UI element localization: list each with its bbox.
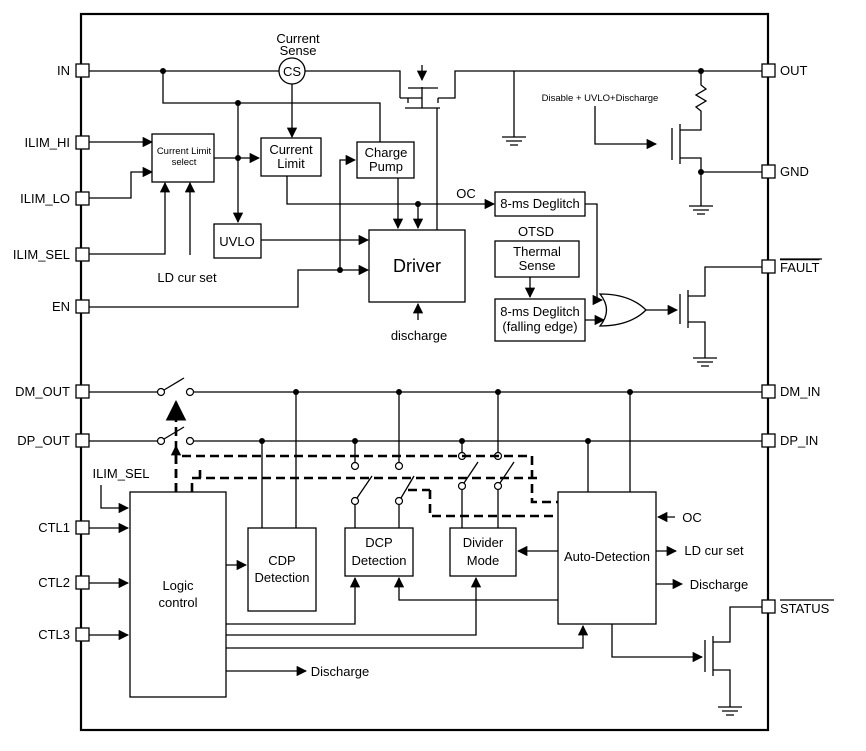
cdp-detection-label-2: Detection [255, 570, 310, 585]
svg-text:IN: IN [57, 63, 70, 78]
cdp-detection-block [247, 527, 317, 612]
pin-ilim-hi: ILIM_HI [24, 135, 90, 150]
pin-status: STATUS [761, 599, 834, 616]
svg-text:FAULT: FAULT [780, 260, 820, 275]
svg-text:ILIM_HI: ILIM_HI [24, 135, 70, 150]
logic-control-block [129, 491, 227, 698]
oc-auto-label: OC [682, 510, 702, 525]
pin-ilim-sel: ILIM_SEL [13, 247, 90, 262]
dcp-detection-block [344, 527, 414, 577]
svg-text:DP_IN: DP_IN [780, 433, 818, 448]
svg-text:GND: GND [780, 164, 809, 179]
pin-dp-in: DP_IN [761, 433, 818, 448]
driver-block [368, 229, 466, 303]
svg-text:CTL3: CTL3 [38, 627, 70, 642]
driver-label: Driver [393, 256, 441, 276]
thermal-sense-label: Thermal [513, 244, 561, 259]
pin-dm-out: DM_OUT [15, 384, 90, 399]
pin-ctl3: CTL3 [38, 627, 90, 642]
pin-ilim-lo: ILIM_LO [20, 191, 90, 206]
uvlo-block [213, 223, 262, 259]
current-limit-label: Current [269, 142, 313, 157]
discharge-auto-label: Discharge [690, 577, 749, 592]
divider-mode-block [449, 527, 517, 577]
current-limit-block [260, 137, 322, 177]
svg-text:ILIM_LO: ILIM_LO [20, 191, 70, 206]
svg-text:DP_OUT: DP_OUT [17, 433, 70, 448]
chip-outline [79, 12, 770, 732]
pin-en: EN [52, 299, 90, 314]
dcp-detection-label-2: Detection [352, 553, 407, 568]
divider-mode-label-2: Mode [467, 553, 500, 568]
ld-cur-set-auto-label: LD cur set [684, 543, 744, 558]
svg-text:STATUS: STATUS [780, 601, 830, 616]
pass-fet [400, 65, 768, 230]
deglitch-falling-label: 8-ms Deglitch [500, 304, 579, 319]
pin-out: OUT [761, 63, 808, 78]
pin-dp-out: DP_OUT [17, 433, 90, 448]
pin-ctl1: CTL1 [38, 520, 90, 535]
thermal-sense-label-2: Sense [519, 258, 556, 273]
charge-pump-block [356, 141, 415, 179]
current-limit-label-2: Limit [277, 156, 305, 171]
svg-text:CTL2: CTL2 [38, 575, 70, 590]
svg-text:ILIM_SEL: ILIM_SEL [13, 247, 70, 262]
charge-pump-label: Charge [365, 145, 408, 160]
auto-detection-block [557, 491, 657, 625]
ld-cur-set-top-label: LD cur set [157, 270, 217, 285]
current-sense-label: Current [276, 31, 320, 46]
svg-text:DM_IN: DM_IN [780, 384, 820, 399]
or-gate [598, 293, 647, 327]
svg-text:DM_OUT: DM_OUT [15, 384, 70, 399]
charge-pump-label-2: Pump [369, 159, 403, 174]
deglitch-falling-label-2: (falling edge) [502, 319, 577, 334]
discharge-driver-label: discharge [391, 328, 447, 343]
ilim-sel-inner-label: ILIM_SEL [92, 466, 149, 481]
cs-label: CS [283, 64, 301, 79]
deglitch-falling-block [494, 298, 586, 342]
svg-text:CTL1: CTL1 [38, 520, 70, 535]
pin-fault: FAULT [761, 258, 822, 275]
disable-uvlo-discharge-label: Disable + UVLO+Discharge [542, 93, 659, 104]
uvlo-label: UVLO [219, 234, 254, 249]
svg-text:EN: EN [52, 299, 70, 314]
logic-control-label: Logic [162, 578, 194, 593]
otsd-label: OTSD [518, 224, 554, 239]
cdp-detection-label: CDP [268, 553, 295, 568]
current-limit-select-label-2: select [172, 157, 197, 168]
deglitch-oc-label: 8-ms Deglitch [500, 196, 579, 211]
pin-ctl2: CTL2 [38, 575, 90, 590]
svg-text:OUT: OUT [780, 63, 808, 78]
divider-mode-label: Divider [463, 535, 504, 550]
pin-in: IN [57, 63, 90, 78]
current-sense-label-2: Sense [280, 43, 317, 58]
auto-detection-label: Auto-Detection [564, 549, 650, 564]
pin-dm-in: DM_IN [761, 384, 820, 399]
pin-gnd: GND [761, 164, 809, 179]
logic-control-label-2: control [158, 595, 197, 610]
oc-top-label: OC [456, 186, 476, 201]
dcp-detection-label: DCP [365, 535, 392, 550]
deglitch-oc-block [494, 191, 586, 217]
thermal-sense-block [494, 240, 580, 278]
discharge-logic-label: Discharge [311, 664, 370, 679]
current-limit-select-label: Current Limit [157, 146, 212, 157]
